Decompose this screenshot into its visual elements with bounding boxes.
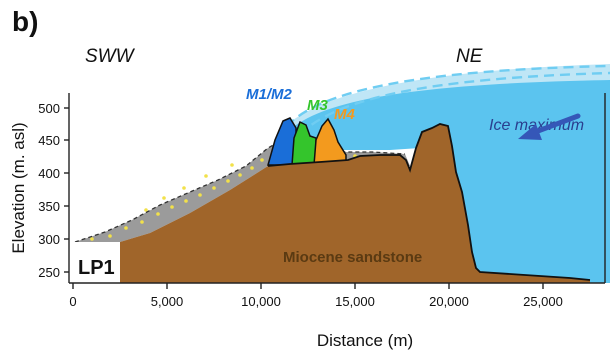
ice-maximum-body — [276, 80, 610, 283]
y-tick-350: 350 — [38, 199, 60, 214]
y-tick-300: 300 — [38, 232, 60, 247]
moraine-m3-label: M3 — [307, 97, 328, 114]
y-tick-250: 250 — [38, 265, 60, 280]
x-tick-20000: 20,000 — [429, 294, 469, 309]
ice-flow-arrow-icon — [518, 113, 581, 140]
lp1-site-box — [75, 242, 120, 283]
y-axis-ticks — [64, 107, 69, 273]
moraine-m1-m2-label: M1/M2 — [246, 86, 293, 103]
lp1-label: LP1 — [78, 257, 115, 279]
x-tick-25000: 25,000 — [523, 294, 563, 309]
x-axis-title: Distance (m) — [317, 331, 413, 350]
panel-label: b) — [12, 6, 38, 37]
x-tick-0: 0 — [69, 294, 76, 309]
y-tick-450: 450 — [38, 133, 60, 148]
x-axis-ticks — [72, 283, 544, 289]
y-tick-500: 500 — [38, 101, 60, 116]
y-axis-title: Elevation (m. asl) — [9, 122, 28, 253]
moraine-m4-label: M4 — [334, 106, 355, 123]
surface-profile-line — [267, 123, 591, 281]
x-tick-15000: 15,000 — [335, 294, 375, 309]
x-tick-10000: 10,000 — [241, 294, 281, 309]
sandstone-label: Miocene sandstone — [283, 249, 422, 266]
bedrock-sandstone — [120, 124, 590, 283]
y-tick-400: 400 — [38, 166, 60, 181]
axes — [68, 93, 606, 284]
x-tick-5000: 5,000 — [151, 294, 184, 309]
orientation-left-label: SWW — [85, 46, 136, 67]
orientation-right-label: NE — [456, 46, 483, 67]
